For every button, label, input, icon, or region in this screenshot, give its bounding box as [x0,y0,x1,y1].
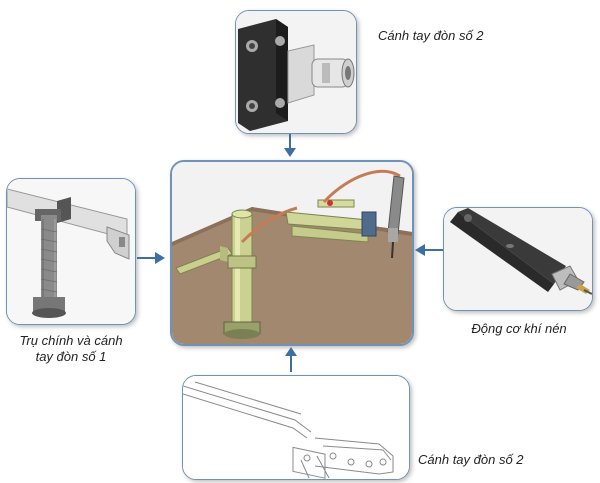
assembly-image [172,162,412,344]
label-bottom-arm-2: Cánh tay đòn số 2 [418,452,524,467]
pneumatic-motor-image [444,208,592,310]
main-column-image [7,179,135,324]
label-main-column-arm-1: Trụ chính và cánh tay đòn số 1 [6,333,136,365]
label-pneumatic-motor: Động cơ khí nén [471,321,567,336]
label-top-arm-2: Cánh tay đòn số 2 [378,28,484,43]
arm-bracket-image [236,11,356,133]
arrow-top-to-center-icon [284,134,296,157]
panel-top-arm-2 [235,10,357,134]
label-main-column-line-2: tay đòn số 1 [35,349,107,364]
panel-center-assembly [170,160,414,346]
arm-2-drawing [183,376,409,479]
label-main-column-line-1: Trụ chính và cánh [19,333,123,348]
panel-main-column-arm-1 [6,178,136,325]
panel-pneumatic-motor [443,207,593,311]
arrow-bottom-to-center-icon [285,347,297,372]
panel-bottom-arm-2 [182,375,410,480]
arrow-left-to-center-icon [137,252,165,264]
arrow-right-to-center-icon [415,244,443,256]
